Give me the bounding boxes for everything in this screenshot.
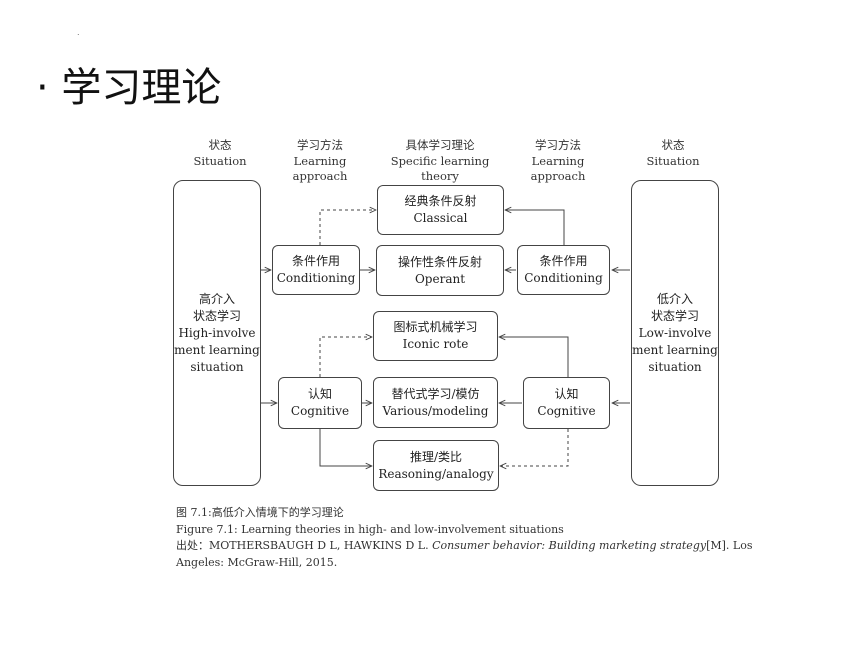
decorative-dot: . (77, 28, 80, 37)
caption-title-en: Figure 7.1: Learning theories in high- a… (176, 522, 564, 536)
slide-title: · 学习理论 (36, 65, 222, 111)
figure-caption: 图 7.1:高低介入情境下的学习理论 Figure 7.1: Learning … (176, 505, 753, 571)
caption-title-cn: 图 7.1:高低介入情境下的学习理论 (176, 506, 344, 519)
arrow-cog-right-to-reasoning (500, 429, 569, 466)
arrow-cog-left-to-reasoning (319, 429, 372, 466)
arrow-cond-left-to-classical (319, 210, 376, 245)
caption-source-cont: Angeles: McGraw-Hill, 2015. (176, 555, 338, 569)
arrow-cog-right-to-iconic (499, 337, 569, 377)
arrow-cond-right-to-classical (505, 210, 565, 245)
caption-source: 出处：MOTHERSBAUGH D L, HAWKINS D L. Consum… (176, 539, 753, 552)
arrow-cog-left-to-iconic (319, 337, 372, 377)
